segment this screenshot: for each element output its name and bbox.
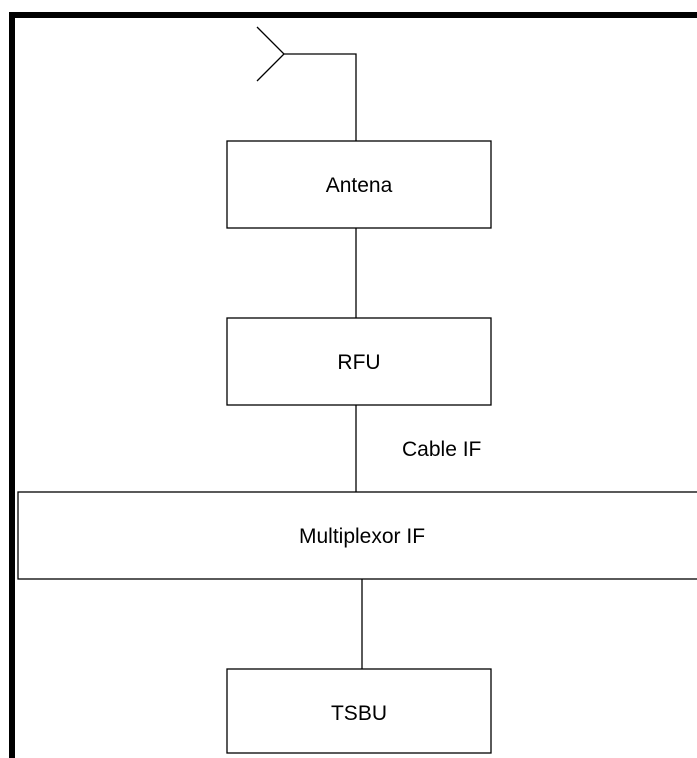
node-antena-label: Antena xyxy=(326,174,393,197)
node-multiplexor-if: Multiplexor IF xyxy=(17,491,697,580)
node-tsbu: TSBU xyxy=(226,668,492,754)
node-rfu: RFU xyxy=(226,317,492,406)
node-multiplexor-if-label: Multiplexor IF xyxy=(299,525,425,548)
node-antena: Antena xyxy=(226,140,492,229)
node-tsbu-label: TSBU xyxy=(331,702,387,725)
antenna-symbol-icon xyxy=(256,26,357,141)
edge-label-cable-if: Cable IF xyxy=(402,438,481,461)
node-rfu-label: RFU xyxy=(337,351,380,374)
